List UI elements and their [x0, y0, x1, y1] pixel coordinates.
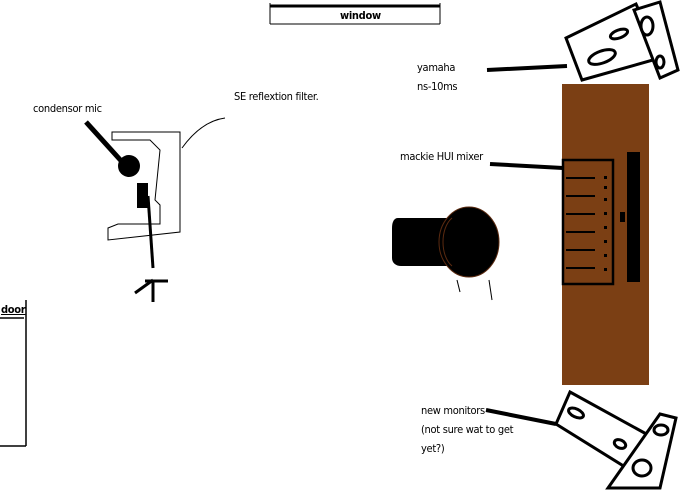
door	[0, 300, 27, 447]
reflexion-filter	[107, 117, 226, 241]
door-label: door	[1, 303, 26, 316]
chair	[392, 206, 500, 301]
reflexion-filter-label: SE reflextion filter.	[234, 90, 319, 103]
pointer-lines	[485, 64, 568, 426]
window-label: window	[340, 9, 381, 22]
mixer	[561, 152, 640, 286]
condenser-mic-label: condensor mic	[33, 102, 102, 115]
new-monitors-label-line1: new monitors	[421, 404, 485, 417]
new-monitors-label-line3: yet?)	[421, 442, 445, 455]
mixer-label: mackie HUI mixer	[400, 150, 483, 163]
condenser-mic	[84, 120, 168, 302]
yamaha-label-line1: yamaha	[417, 61, 456, 74]
new-monitor	[554, 389, 678, 490]
window	[269, 3, 441, 25]
new-monitors-label-line2: (not sure wat to get	[421, 423, 514, 436]
yamaha-label-line2: ns-10ms	[417, 80, 458, 93]
yamaha-monitor	[564, 0, 680, 82]
